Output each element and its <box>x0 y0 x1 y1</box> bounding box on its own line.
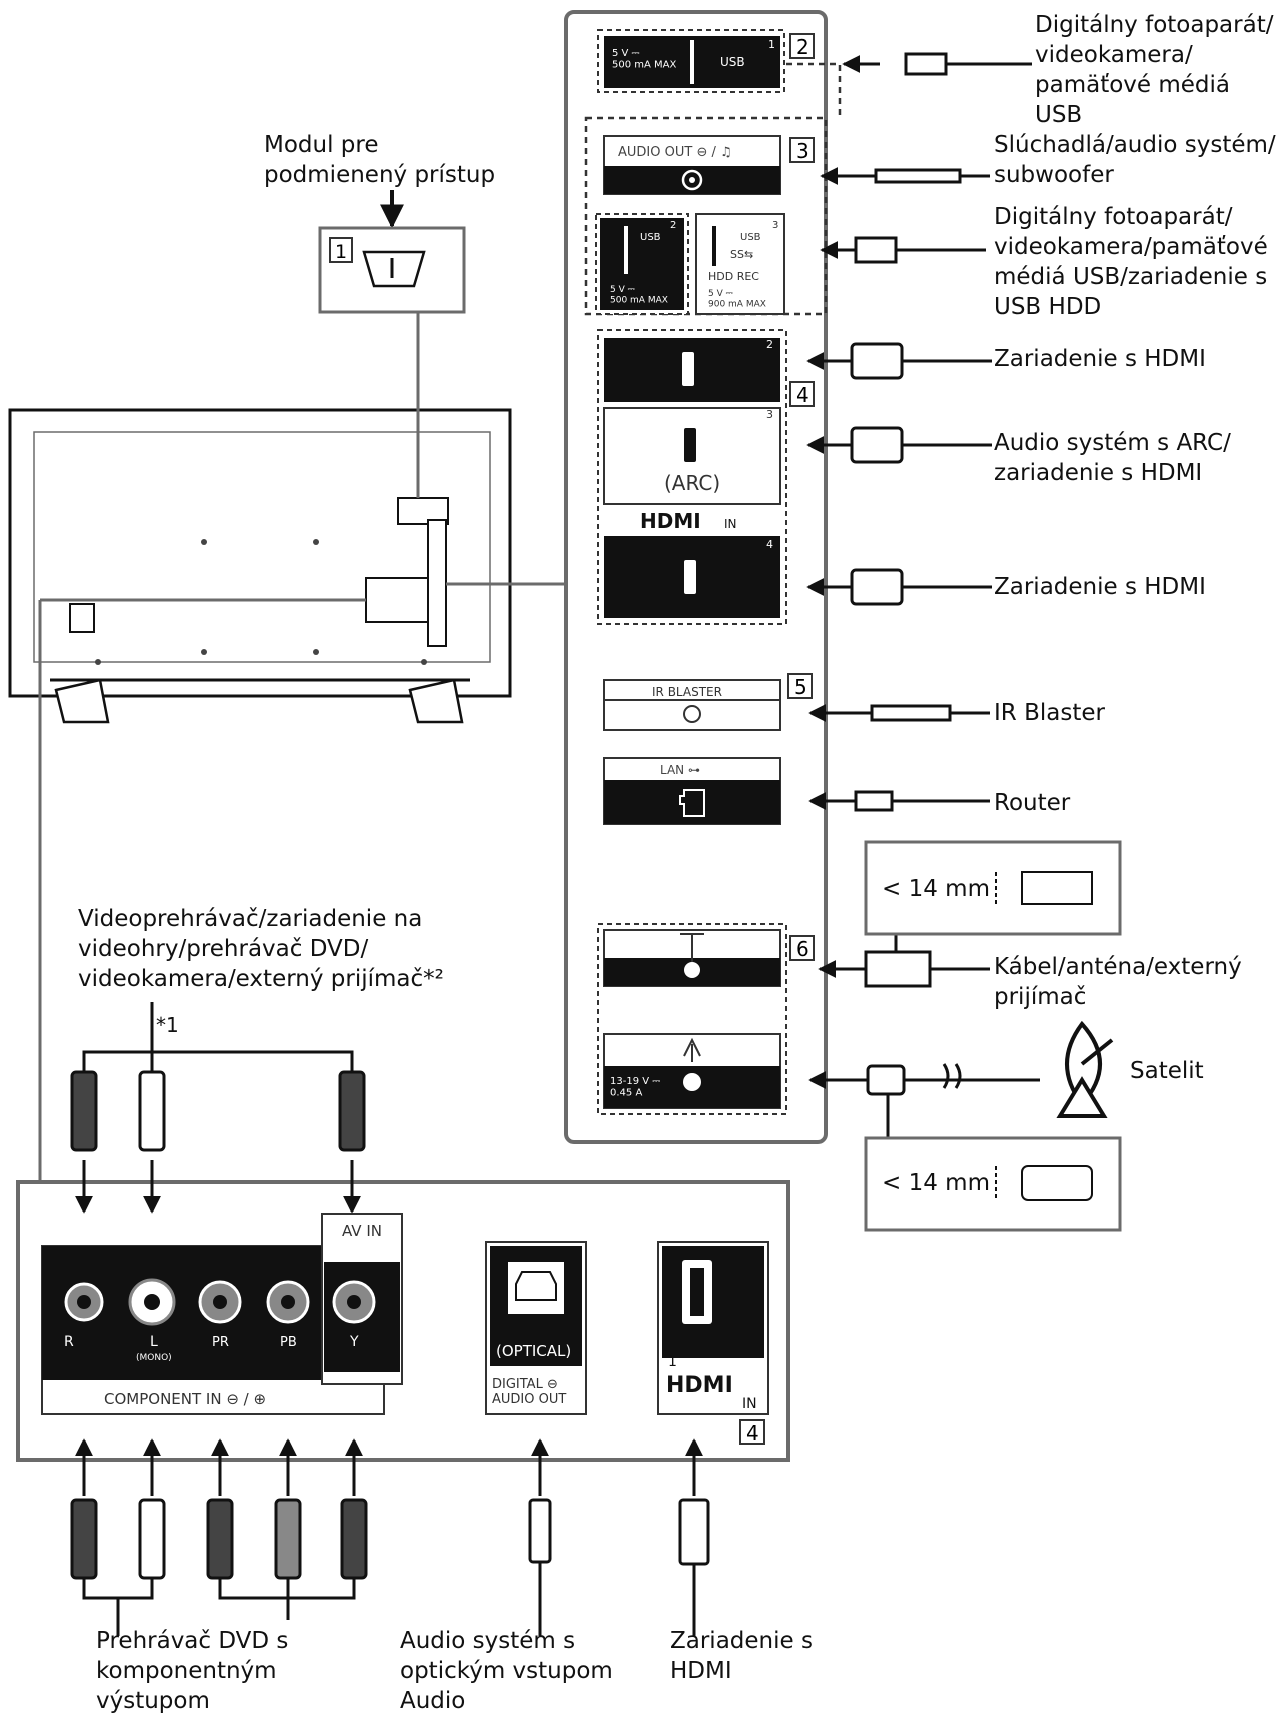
bottom-cables <box>70 1438 710 1636</box>
hdmi1-logo: HDMI <box>666 1373 733 1398</box>
bottom-panel: AV IN R L (MONO) PR PB Y COMPONENT IN ⊖ … <box>16 1180 790 1462</box>
comp-r: R <box>64 1334 74 1350</box>
usb-port-2: USB 2 5 V ⎓500 mA MAX <box>595 213 689 315</box>
hdmi4-num: 4 <box>766 538 773 551</box>
hdmi-group: 2 (ARC) 3 HDMI IN 4 <box>597 329 787 625</box>
badge-4-bottom-text: 4 <box>746 1421 759 1445</box>
label-hdmi-device-bottom: Zariadenie s HDMI <box>670 1628 813 1684</box>
usb1-label: USB <box>720 55 745 69</box>
hdmi-logo: HDMI <box>640 509 701 533</box>
ir-blaster-port-label: IR BLASTER <box>652 685 722 699</box>
size-box-bottom <box>864 1136 1122 1232</box>
label-size-top: < 14 mm <box>882 876 990 902</box>
badge-5: 5 <box>787 673 813 699</box>
badge-2: 2 <box>789 33 815 59</box>
ir-blaster-port: IR BLASTER <box>603 679 781 731</box>
label-router: Router <box>994 790 1071 816</box>
hdmi1-num: 1 <box>668 1354 677 1370</box>
digital-audio-out-label: DIGITAL ⊖AUDIO OUT <box>492 1377 566 1407</box>
hdmi1-in: IN <box>742 1396 757 1412</box>
lan-port: LAN ⊶ <box>603 757 781 825</box>
badge-3: 3 <box>789 137 815 163</box>
arc-label: (ARC) <box>664 471 720 495</box>
badge-6: 6 <box>789 935 815 961</box>
label-hdmi-device-2: Zariadenie s HDMI <box>994 346 1206 372</box>
badge-1-text: 1 <box>335 241 347 263</box>
badge-4: 4 <box>789 381 815 407</box>
label-note-1: *1 <box>156 1013 179 1037</box>
comp-pb: PB <box>280 1335 297 1350</box>
comp-y: Y <box>349 1334 359 1350</box>
badge-2-text: 2 <box>796 35 809 59</box>
comp-mono: (MONO) <box>136 1353 172 1363</box>
usb3-hdd: HDD REC <box>708 270 759 283</box>
usb2-power: 5 V ⎓500 mA MAX <box>610 285 668 305</box>
usb3-label: USB <box>740 232 761 243</box>
badge-3-text: 3 <box>796 139 809 163</box>
tv-outline <box>8 408 566 1182</box>
usb3-ss: SS⇆ <box>730 248 753 261</box>
label-video-player: Videoprehrávač/zariadenie na videohry/pr… <box>78 906 444 992</box>
badge-6-text: 6 <box>796 937 809 961</box>
label-cable-antenna: Kábel/anténa/externý prijímač <box>994 954 1242 1010</box>
label-dvd-component: Prehrávač DVD s komponentným výstupom <box>96 1628 289 1714</box>
lan-label: LAN ⊶ <box>660 763 700 777</box>
cam-module: 1 <box>318 190 466 498</box>
audio-out-port: AUDIO OUT ⊖ / ♫ <box>603 135 781 195</box>
badge-5-text: 5 <box>794 675 807 699</box>
audio-out-label: AUDIO OUT ⊖ / ♫ <box>618 145 732 160</box>
usb-port-1: 5 V ⎓500 mA MAX USB 1 <box>597 29 785 93</box>
hdmi-in-label: IN <box>724 517 737 531</box>
label-usb-hdd: Digitálny fotoaparát/ videokamera/pamäťo… <box>994 204 1268 320</box>
usb3-power: 5 V ⎓900 mA MAX <box>708 289 766 309</box>
hdmi3-num: 3 <box>766 408 773 421</box>
label-cam-module: Modul pre podmienený prístup <box>264 132 496 188</box>
right-cables <box>806 52 1040 1138</box>
usb3-num: 3 <box>772 220 778 231</box>
component-in-label: COMPONENT IN ⊖ / ⊕ <box>104 1390 266 1408</box>
comp-pr: PR <box>212 1335 229 1350</box>
label-headphones: Slúchadlá/audio systém/ subwoofer <box>994 132 1276 188</box>
label-hdmi-device-4: Zariadenie s HDMI <box>994 574 1206 600</box>
usb2-label: USB <box>640 232 661 243</box>
usb1-num: 1 <box>768 38 775 51</box>
usb1-power-1: 5 V ⎓500 mA MAX <box>612 48 676 71</box>
usb-port-3: USB SS⇆ HDD REC 5 V ⎓900 mA MAX 3 <box>695 213 785 315</box>
usb2-num: 2 <box>670 220 676 231</box>
sat-power: 13-19 V ⎓0.45 A <box>610 1076 660 1099</box>
optical-label: (OPTICAL) <box>496 1342 571 1360</box>
av-cables-top <box>70 1002 366 1214</box>
comp-l: L <box>150 1334 158 1350</box>
hdmi2-num: 2 <box>766 338 773 351</box>
satellite-dish-icon <box>1056 1020 1114 1118</box>
side-panel: 5 V ⎓500 mA MAX USB 1 AUDIO OUT ⊖ / ♫ US… <box>564 10 842 1144</box>
antenna-group: 13-19 V ⎓0.45 A <box>597 923 787 1115</box>
label-usb-camera-top: Digitálny fotoaparát/ videokamera/ pamäť… <box>1035 12 1274 128</box>
label-arc-device: Audio systém s ARC/ zariadenie s HDMI <box>994 430 1231 486</box>
label-satelit: Satelit <box>1130 1058 1204 1084</box>
badge-4-text: 4 <box>796 383 809 407</box>
size-box-top <box>864 840 1122 936</box>
badge-4-bottom: 4 <box>739 1419 765 1445</box>
label-ir-blaster: IR Blaster <box>994 700 1105 726</box>
label-optical-audio: Audio systém s optickým vstupom Audio <box>400 1628 613 1714</box>
label-size-bottom: < 14 mm <box>882 1170 990 1196</box>
av-in-label: AV IN <box>342 1222 382 1240</box>
